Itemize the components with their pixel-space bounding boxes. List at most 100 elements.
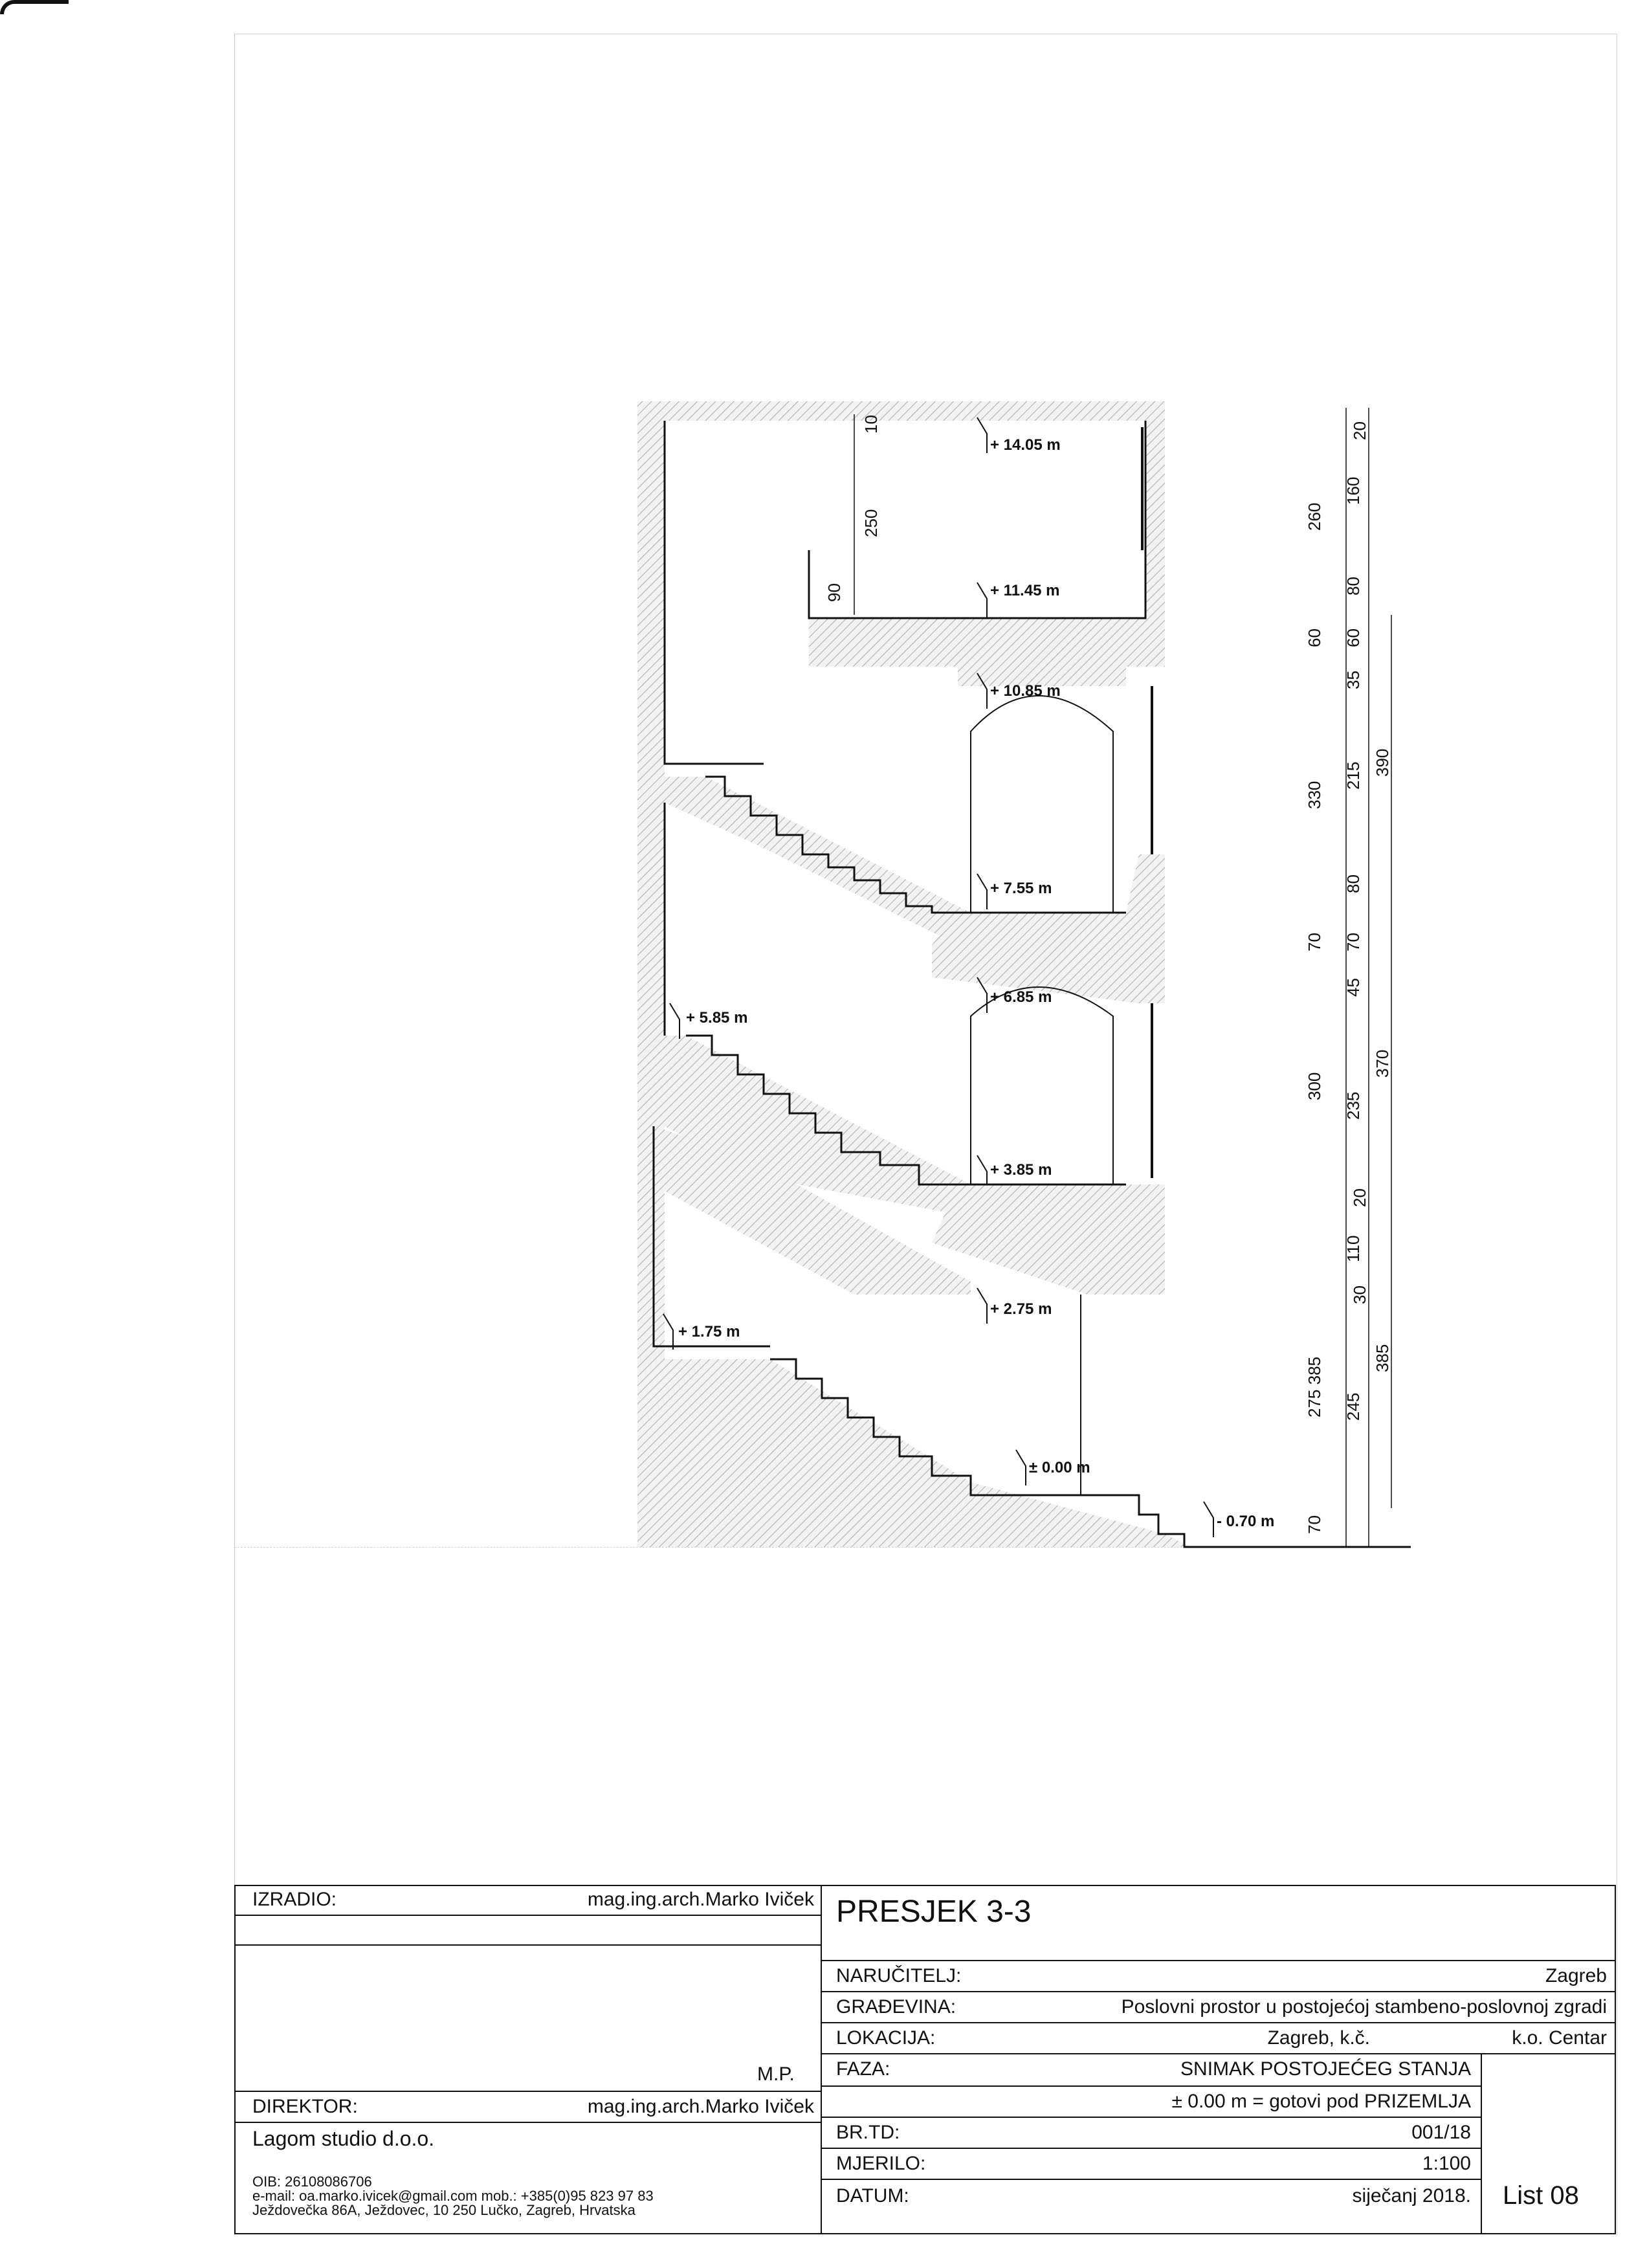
row-line — [234, 2091, 821, 2092]
elev-m070: - 0.70 m — [1203, 1501, 1274, 1537]
top-room-outline — [663, 421, 764, 765]
slab-755 — [932, 854, 1165, 1003]
sheet-corner-mark — [0, 0, 69, 14]
row-line — [234, 1944, 821, 1946]
izradio-value: mag.ing.arch.Marko Iviček — [587, 1889, 814, 1910]
top-slab — [637, 401, 1165, 421]
title-block-frame — [234, 1885, 1616, 2234]
dim-col2-0: 160 — [1343, 477, 1363, 505]
lokacija-value: Zagreb, k.č. — [1267, 2027, 1370, 2049]
sheet-title: PRESJEK 3-3 — [836, 1895, 1032, 1929]
row-line — [821, 2053, 1616, 2054]
faza-label: FAZA: — [836, 2058, 890, 2080]
row-line — [821, 2117, 1481, 2118]
svg-text:- 0.70 m: - 0.70 m — [1217, 1513, 1274, 1530]
sheet-frame — [234, 34, 1617, 2235]
direktor-label: DIREKTOR: — [252, 2096, 358, 2117]
elevation-markers: + 14.05 m + 11.45 m + 10.85 m + 7.55 m +… — [663, 417, 1274, 1537]
dim-col1-9: 70 — [1305, 1515, 1324, 1534]
izradio-label: IZRADIO: — [252, 1889, 337, 1910]
narucitelj-label: NARUČITELJ: — [836, 1965, 962, 1986]
right-wall-upper — [1145, 401, 1165, 628]
dim-slab: 10 — [861, 415, 881, 434]
upper-stair-steps — [705, 775, 1126, 914]
mjerilo-label: MJERILO: — [836, 2153, 926, 2174]
dim-col1-8: 275 385 — [1305, 1357, 1324, 1418]
drawing-cut-line — [234, 1547, 1399, 1548]
row-line — [821, 2022, 1616, 2023]
elev-685: + 6.85 m — [977, 977, 1052, 1013]
lokacija-ko: k.o. Centar — [1512, 2027, 1607, 2049]
arch-upper — [970, 695, 1114, 913]
email-phone: e-mail: oa.marko.ivicek@gmail.com mob.: … — [252, 2188, 654, 2204]
lokacija-label: LOKACIJA: — [836, 2027, 936, 2049]
lower-stair-steps — [770, 1358, 1411, 1548]
ground-fill — [637, 1359, 1191, 1547]
svg-text:+ 10.85 m: + 10.85 m — [990, 682, 1061, 700]
dim-col2-7: 45 — [1343, 978, 1363, 997]
svg-text:± 0.00 m: ± 0.00 m — [1029, 1459, 1090, 1476]
direktor-value: mag.ing.arch.Marko Iviček — [587, 2096, 814, 2117]
oib: OIB: 26108086706 — [252, 2174, 372, 2190]
left-wall — [637, 401, 665, 1547]
stair-flight-upper — [665, 777, 971, 945]
title-block: IZRADIO: mag.ing.arch.Marko Iviček M.P. … — [234, 1885, 1616, 2234]
row-line — [821, 2179, 1481, 2180]
svg-text:+ 7.55 m: + 7.55 m — [990, 880, 1052, 897]
faza-note: ± 0.00 m = gotovi pod PRIZEMLJA — [1171, 2091, 1471, 2112]
dim-col1-5: 300 — [1305, 1073, 1324, 1100]
svg-text:+ 11.45 m: + 11.45 m — [990, 582, 1059, 599]
cut-walls — [637, 401, 1191, 1547]
row-line — [821, 1991, 1616, 1992]
dim-col1-0: 20 — [1350, 421, 1369, 440]
row-line — [821, 2085, 1481, 2087]
dim-col2-8: 235 — [1343, 1092, 1363, 1120]
company-name: Lagom studio d.o.o. — [252, 2127, 435, 2150]
dim-col2-9: 110 — [1343, 1236, 1363, 1262]
dim-col2-1: 80 — [1343, 577, 1363, 595]
dim-col2-4: 215 — [1343, 762, 1363, 790]
dim-col1-2: 60 — [1305, 628, 1324, 647]
row-line — [234, 2122, 821, 2123]
upper-room-outline — [808, 421, 1147, 619]
mjerilo-value: 1:100 — [1422, 2153, 1471, 2174]
dim-col1-3: 330 — [1305, 781, 1324, 809]
elev-755: + 7.55 m — [977, 873, 1052, 909]
sheet-number: List 08 — [1503, 2181, 1579, 2210]
dim-col2-10: 245 — [1343, 1393, 1363, 1421]
middle-stair-steps — [686, 1034, 1126, 1186]
svg-text:+ 14.05 m: + 14.05 m — [990, 436, 1061, 454]
elev-000: ± 0.00 m — [1015, 1449, 1090, 1485]
svg-text:+ 6.85 m: + 6.85 m — [990, 988, 1052, 1006]
row-line — [821, 2148, 1481, 2149]
gradevina-value: Poslovni prostor u postojećoj stambeno-p… — [1121, 1996, 1607, 2018]
address: Ježdovečka 86A, Ježdovec, 10 250 Lučko, … — [252, 2202, 636, 2218]
dim-col2-6: 70 — [1343, 933, 1363, 951]
dim-col1-6: 20 — [1350, 1188, 1369, 1207]
dim-col1-4: 70 — [1305, 933, 1324, 951]
list-divider — [1481, 2053, 1482, 2234]
dim-col2-5: 80 — [1343, 874, 1363, 893]
low-room-outline — [652, 1126, 770, 1348]
section-outlines — [652, 421, 1411, 1548]
narucitelj-value: Zagreb — [1545, 1965, 1607, 1986]
dim-parapet: 90 — [824, 583, 844, 602]
dim-col2-3: 35 — [1343, 671, 1363, 689]
row-line — [821, 1960, 1616, 1961]
stair-flight-middle — [665, 1036, 971, 1217]
dim-col3-0: 390 — [1373, 749, 1392, 777]
elev-175: + 1.75 m — [663, 1313, 740, 1350]
slab-1145 — [809, 618, 1165, 686]
row-line — [234, 1915, 821, 1916]
arch-lower — [970, 986, 1114, 1184]
dim-col2-2: 60 — [1343, 628, 1363, 647]
title-block-divider — [821, 1885, 822, 2234]
dim-col1-7: 30 — [1350, 1285, 1369, 1304]
dim-room: 250 — [861, 509, 881, 537]
datum-label: DATUM: — [836, 2185, 909, 2207]
svg-text:+ 3.85 m: + 3.85 m — [990, 1161, 1052, 1179]
svg-text:+ 5.85 m: + 5.85 m — [686, 1009, 747, 1027]
faza-value: SNIMAK POSTOJEĆEG STANJA — [1180, 2058, 1471, 2080]
elev-385: + 3.85 m — [977, 1155, 1052, 1184]
elev-1405: + 14.05 m — [977, 417, 1061, 454]
